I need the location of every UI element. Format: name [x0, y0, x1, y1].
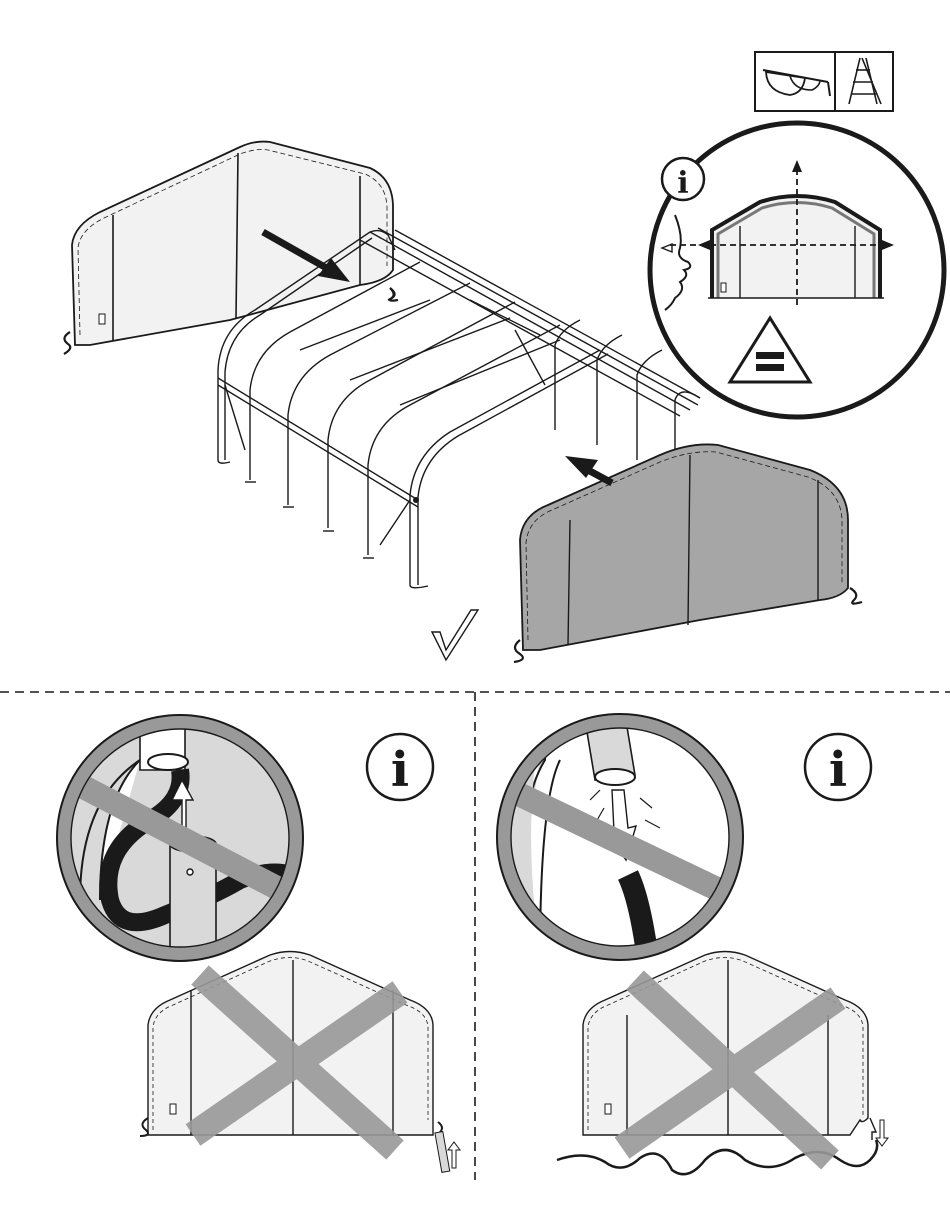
checkmark-icon: [432, 610, 478, 660]
level-check-detail: i: [650, 123, 944, 417]
clip-hook-icon: [388, 288, 394, 300]
info-icon: i: [677, 166, 688, 201]
info-icon: i: [829, 742, 847, 798]
end-wall-front: [514, 444, 862, 662]
ppe-icon-panel: [755, 52, 893, 111]
install-arrow-front: [565, 456, 612, 483]
panel-bottom-right: i: [497, 714, 888, 1174]
panel-bottom-left: i: [57, 715, 460, 1172]
info-icon: i: [391, 742, 409, 798]
